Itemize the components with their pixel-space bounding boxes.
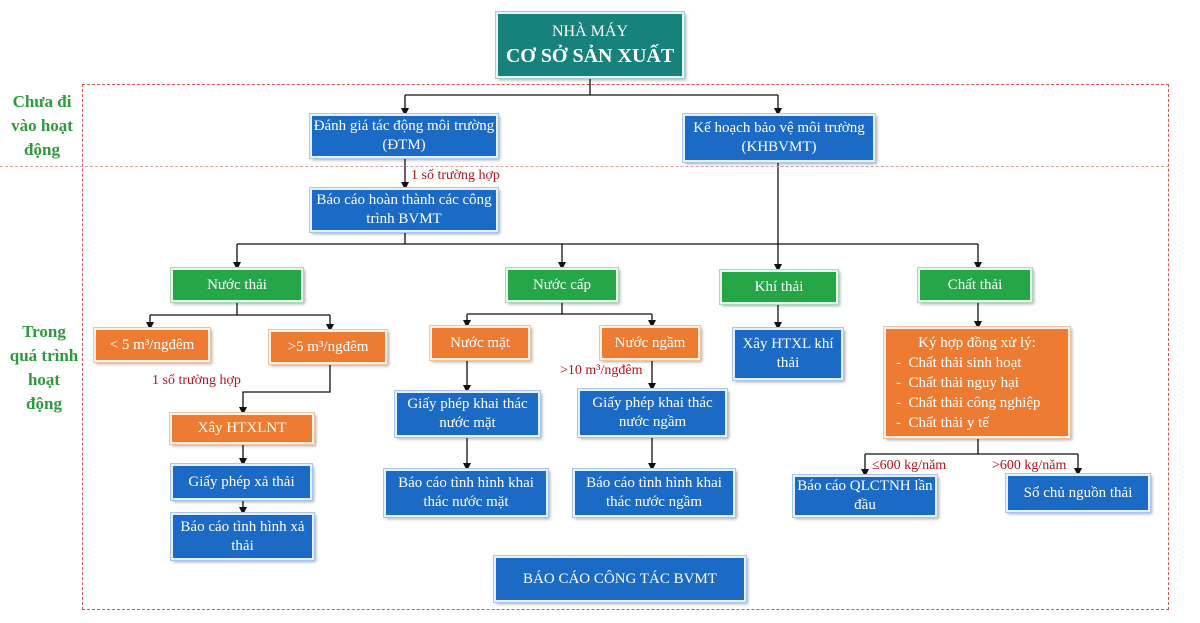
operation-frame xyxy=(82,84,1169,610)
category-water-supply: Nước cấp xyxy=(505,267,619,303)
dtm-node: Đánh giá tác động môi trường (ĐTM) xyxy=(309,113,499,159)
build-emission-system-node: Xây HTXL khí thải xyxy=(732,327,844,381)
note-le600: ≤600 kg/năm xyxy=(872,458,947,473)
waste-contract-item: - Chất thải nguy hại xyxy=(896,374,1019,391)
discharge-report-node: Báo cáo tình hình xả thải xyxy=(170,512,315,561)
category-emissions: Khí thải xyxy=(719,269,839,305)
wastewater-gt5-node: >5 m³/ngđêm xyxy=(268,329,388,365)
waste-contract-item: - Chất thải công nghiệp xyxy=(896,394,1041,411)
discharge-permit-node: Giấy phép xả thải xyxy=(170,463,313,501)
bvmt-report-node: BÁO CÁO CÔNG TÁC BVMT xyxy=(493,555,747,603)
root-line-1: NHÀ MÁY xyxy=(552,23,628,40)
wastewater-lt5-node: < 5 m³/ngđêm xyxy=(93,327,211,363)
note-some-cases-dtm: 1 số trường hợp xyxy=(411,168,500,183)
root-line-2: CƠ SỞ SẢN XUẤT xyxy=(505,45,675,67)
completion-report-node: Báo cáo hoàn thành các công trình BVMT xyxy=(309,187,499,233)
side-label-before-operation: Chưa đi vào hoạt động xyxy=(11,92,73,159)
waste-contract-item: - Chất thải y tế xyxy=(896,414,989,431)
waste-contract-title: Ký hợp đồng xử lý: xyxy=(918,334,1036,351)
khbvmt-node: Kế hoạch bảo vệ môi trường (KHBVMT) xyxy=(682,113,876,163)
surface-water-node: Nước mặt xyxy=(429,325,531,361)
category-wastewater: Nước thải xyxy=(170,267,304,303)
waste-contract-item: - Chất thải sinh hoạt xyxy=(896,354,1022,371)
ground-report-node: Báo cáo tình hình khai thác nước ngầm xyxy=(572,468,736,518)
surface-report-node: Báo cáo tình hình khai thác nước mặt xyxy=(383,468,549,518)
groundwater-node: Nước ngầm xyxy=(599,325,701,361)
phase-divider xyxy=(0,166,1169,167)
build-wastewater-plant-node: Xây HTXLNT xyxy=(169,412,315,445)
category-solid-waste: Chất thải xyxy=(917,267,1033,303)
ground-permit-node: Giấy phép khai thác nước ngầm xyxy=(577,388,728,438)
surface-permit-node: Giấy phép khai thác nước mặt xyxy=(394,390,541,438)
side-label-during-operation: Trong quá trình hoạt động xyxy=(9,322,79,413)
note-gt600: >600 kg/năm xyxy=(992,458,1067,473)
qlctnh-report-node: Báo cáo QLCTNH lần đầu xyxy=(792,474,938,518)
note-groundwater-threshold: >10 m³/ngđêm xyxy=(560,363,643,378)
root-node-factory: NHÀ MÁY CƠ SỞ SẢN XUẤT xyxy=(495,11,685,79)
waste-owner-book-node: Sổ chủ nguồn thải xyxy=(1005,473,1151,513)
note-some-cases-wastewater: 1 số trường hợp xyxy=(152,373,241,388)
waste-contract-node: Ký hợp đồng xử lý: - Chất thải sinh hoạt… xyxy=(883,326,1071,439)
